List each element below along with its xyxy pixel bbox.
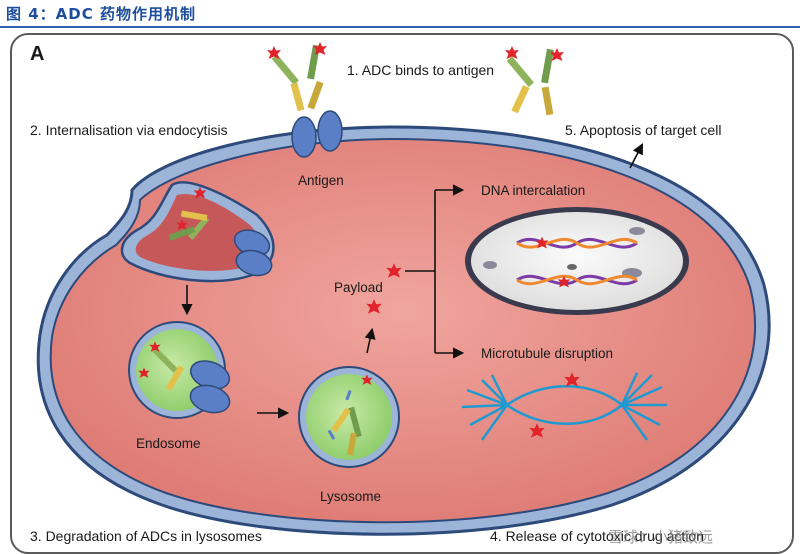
step-1-label: 1. ADC binds to antigen xyxy=(347,62,494,78)
diagram-panel: A 1. ADC binds to antigen 2. Internalisa… xyxy=(10,33,794,554)
lysosome-label: Lysosome xyxy=(320,489,381,504)
dna-helix xyxy=(516,236,638,288)
step-2-label: 2. Internalisation via endocytisis xyxy=(30,122,228,138)
microtubule-label: Microtubule disruption xyxy=(481,346,613,361)
mechanism-diagram: A 1. ADC binds to antigen 2. Internalisa… xyxy=(30,42,771,546)
adc-antibody-1 xyxy=(267,42,327,112)
panel-label: A xyxy=(30,43,44,65)
process-arrows xyxy=(181,143,644,419)
antigen-label: Antigen xyxy=(298,173,344,188)
antigen-pair xyxy=(291,110,343,158)
title-rule xyxy=(0,26,800,28)
endocytic-vesicle xyxy=(120,181,275,283)
figure-title: 图 4：ADC 药物作用机制 xyxy=(6,5,196,23)
adc-antibody-2 xyxy=(505,46,564,116)
nucleus xyxy=(465,207,689,315)
watermark: 雪球：小猪致远 xyxy=(608,528,713,546)
payload-label: Payload xyxy=(334,280,383,295)
lysosome xyxy=(298,366,400,468)
step-4-label: 4. Release of cytotoxic drug action xyxy=(490,528,704,544)
step-3-label: 3. Degradation of ADCs in lysosomes xyxy=(30,528,262,544)
endosome-label: Endosome xyxy=(136,436,201,451)
dna-label: DNA intercalation xyxy=(481,183,585,198)
endosome xyxy=(128,321,231,419)
step-5-label: 5. Apoptosis of target cell xyxy=(565,122,721,138)
